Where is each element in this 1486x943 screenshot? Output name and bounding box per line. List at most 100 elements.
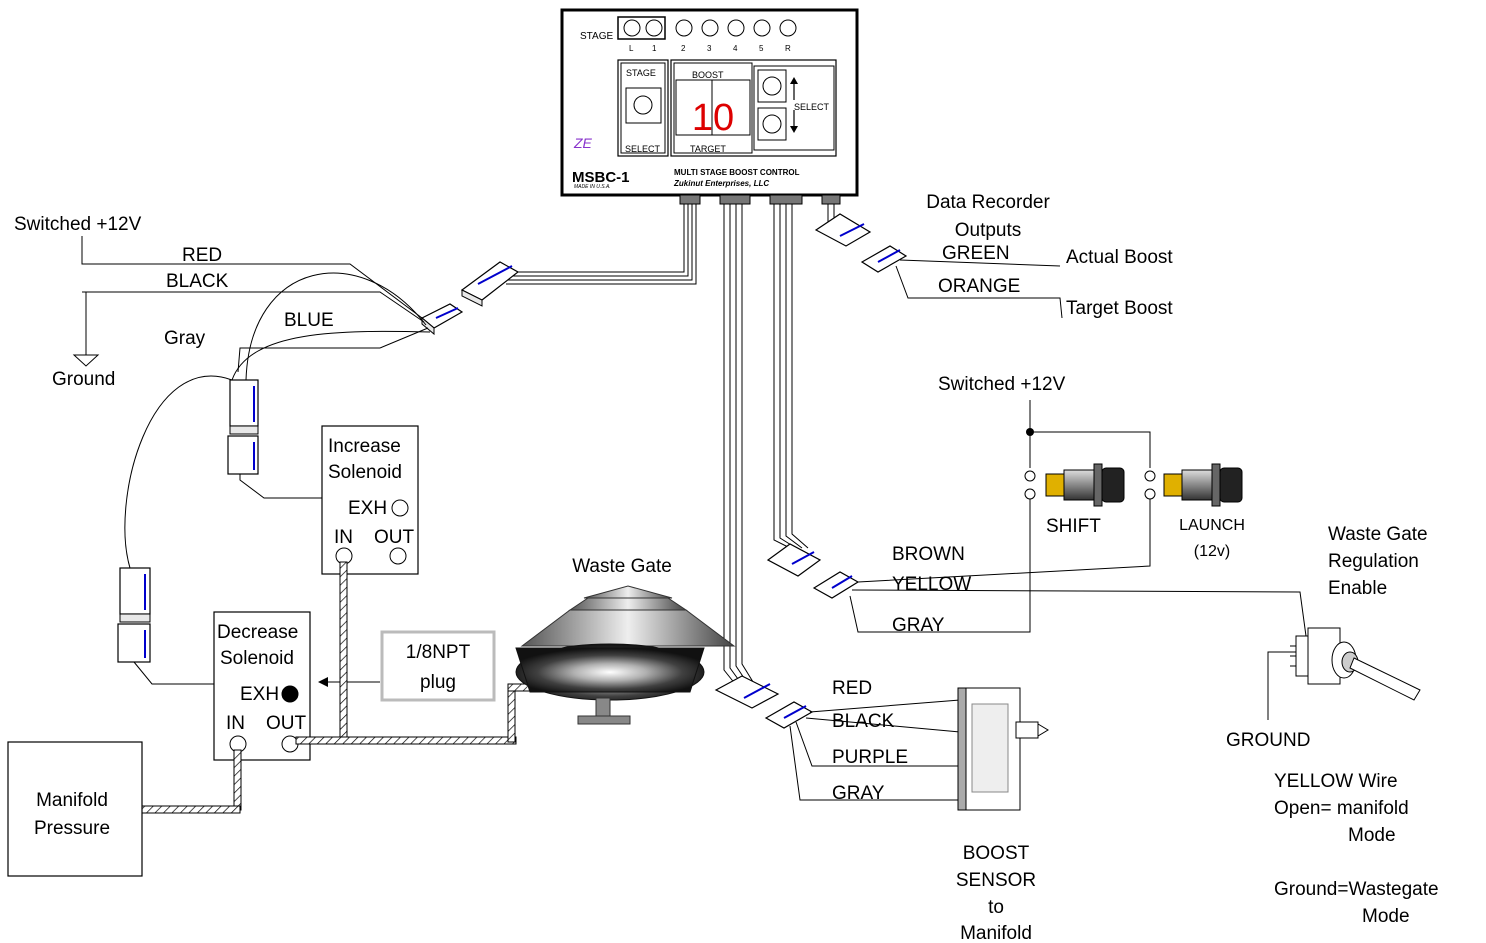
wire-gray-label: Gray <box>164 328 206 349</box>
plug-data-female <box>860 245 908 273</box>
waste-gate-icon <box>515 585 736 725</box>
decrease-in-label: IN <box>226 713 245 734</box>
stage-select-button[interactable] <box>633 95 653 115</box>
stage-led-5 <box>753 19 771 37</box>
sensor-wire-purple-label: PURPLE <box>832 747 908 768</box>
pressure-hoses <box>141 561 549 814</box>
controller-unit: STAGE L 1 2 3 4 5 R STAGE SELECT BOOST 1 <box>560 8 859 205</box>
boost-sensor-title-3: to <box>988 897 1004 918</box>
stage-button-title: STAGE <box>626 68 656 78</box>
launch-switch-icon[interactable] <box>1144 463 1243 507</box>
plug-main-male <box>460 261 520 307</box>
junction-dot <box>1026 428 1034 436</box>
regulation-note-2: Open= manifold <box>1274 798 1409 819</box>
select-up-button[interactable] <box>762 76 782 96</box>
increase-in-label: IN <box>334 527 353 548</box>
power-wires <box>81 236 431 569</box>
stage-label: STAGE <box>580 31 613 42</box>
led-label-1: 1 <box>652 44 657 53</box>
decrease-label-1: Decrease <box>217 622 298 643</box>
ground-label: Ground <box>52 369 115 390</box>
plug-decrease-female <box>117 623 151 663</box>
plug-data-male <box>814 213 872 247</box>
stage-led-3 <box>701 19 719 37</box>
boost-sensor-title-4: Manifold <box>960 923 1032 943</box>
wire-black-label: BLACK <box>166 271 229 292</box>
stage-led-2 <box>675 19 693 37</box>
stage-leds <box>623 19 797 37</box>
data-recorder-title-1: Data Recorder <box>926 192 1050 213</box>
increase-exh-port <box>391 499 409 517</box>
boost-sensor-title-1: BOOST <box>963 843 1030 864</box>
plug-switch-female <box>812 571 860 599</box>
manifold-pressure-box: Manifold Pressure <box>7 741 143 877</box>
target-label: TARGET <box>690 144 726 154</box>
led-label-3: 3 <box>707 44 712 53</box>
wire-gray-switch-label: GRAY <box>892 615 945 636</box>
waste-gate-title: Waste Gate <box>572 556 672 577</box>
boost-title: BOOST <box>692 70 724 80</box>
launch-label-1: LAUNCH <box>1179 517 1245 534</box>
regulation-title-2: Regulation <box>1328 551 1419 572</box>
plug-increase-male <box>229 379 259 435</box>
increase-out-label: OUT <box>374 527 415 548</box>
stage-led-r <box>779 19 797 37</box>
led-label-4: 4 <box>733 44 738 53</box>
ground-symbol <box>72 354 100 367</box>
led-label-5: 5 <box>759 44 764 53</box>
regulation-note-4: Ground=Wastegate <box>1274 879 1439 900</box>
toggle-switch-icon[interactable] <box>1290 627 1421 701</box>
stage-button-bottom: SELECT <box>625 144 661 154</box>
plug-label-1: 1/8NPT <box>406 642 471 663</box>
plug-main-female <box>420 303 464 336</box>
model-label: MSBC-1 <box>572 169 630 186</box>
wire-orange-label: ORANGE <box>938 276 1020 297</box>
plug-sensor-male <box>714 675 780 709</box>
arrow-left-icon <box>318 677 328 687</box>
actual-boost-label: Actual Boost <box>1066 247 1173 268</box>
plug-switch-male <box>766 543 822 577</box>
stage-led-l <box>623 19 641 37</box>
npt-plug-callout: 1/8NPT plug <box>318 630 496 702</box>
shift-switch-icon[interactable] <box>1024 463 1125 507</box>
regulation-ground-label: GROUND <box>1226 730 1310 751</box>
shift-label: SHIFT <box>1046 516 1101 537</box>
plug-label-2: plug <box>420 672 456 693</box>
wire-yellow-label: YELLOW <box>892 574 971 595</box>
boost-display-value: 10 <box>692 97 734 139</box>
regulation-title-1: Waste Gate <box>1328 524 1428 545</box>
launch-label-2: (12v) <box>1194 543 1230 560</box>
sensor-wire-red-label: RED <box>832 678 872 699</box>
decrease-exh-label: EXH <box>240 684 279 705</box>
increase-label-2: Solenoid <box>328 462 402 483</box>
increase-exh-label: EXH <box>348 498 387 519</box>
wire-brown-label: BROWN <box>892 544 965 565</box>
made-in-label: MADE IN U.S.A. <box>574 184 611 190</box>
socket-1 <box>679 194 701 205</box>
regulation-note-1: YELLOW Wire <box>1274 771 1398 792</box>
regulation-title-3: Enable <box>1328 578 1387 599</box>
plug-increase-female <box>227 435 259 475</box>
socket-4 <box>821 194 841 205</box>
wire-green-label: GREEN <box>942 243 1010 264</box>
increase-solenoid: Increase Solenoid EXH IN OUT <box>321 425 419 575</box>
manifold-label-2: Pressure <box>34 818 110 839</box>
socket-3 <box>769 194 803 205</box>
increase-label-1: Increase <box>328 436 401 457</box>
sensor-wire-gray-label: GRAY <box>832 783 885 804</box>
target-boost-label: Target Boost <box>1066 298 1173 319</box>
led-label-l: L <box>629 44 634 53</box>
select-down-button[interactable] <box>762 114 782 134</box>
boost-sensor-title-2: SENSOR <box>956 870 1036 891</box>
stage-led-1 <box>645 19 663 37</box>
stage-led-4 <box>727 19 745 37</box>
led-label-r: R <box>785 44 791 53</box>
increase-out-port <box>389 547 407 565</box>
manifold-label-1: Manifold <box>36 790 108 811</box>
regulation-note-5: Mode <box>1362 906 1410 927</box>
plug-sensor-female <box>764 701 814 729</box>
wire-red-label: RED <box>182 245 222 266</box>
product-name: MULTI STAGE BOOST CONTROL <box>674 168 800 177</box>
sensor-wire-black-label: BLACK <box>832 711 895 732</box>
